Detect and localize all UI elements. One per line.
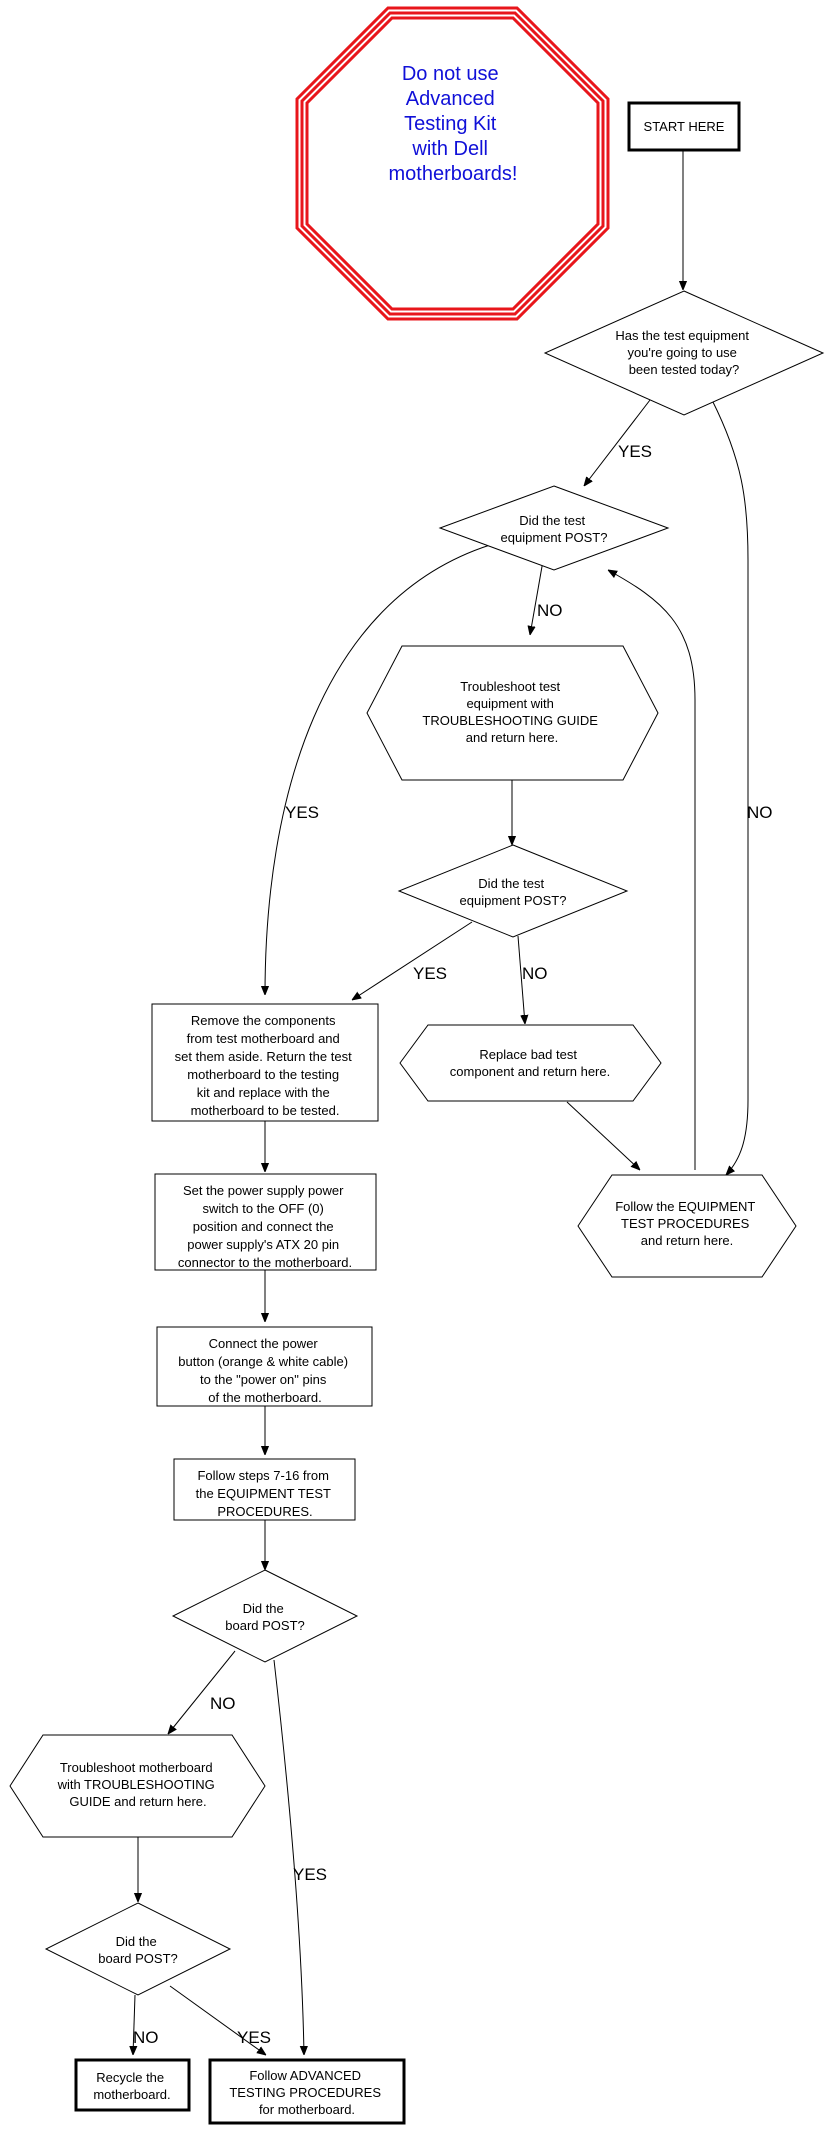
- edge-label-post1-no: NO: [537, 601, 563, 620]
- warning-sign: Do not use Advanced Testing Kit with Del…: [295, 6, 610, 321]
- node-q-board-post-2: Did the board POST?: [44, 1902, 232, 1996]
- warning-text: Do not use Advanced Testing Kit with Del…: [389, 63, 518, 185]
- edge-label-board2-no: NO: [133, 2028, 159, 2047]
- node-follow-steps: Follow steps 7-16 from the EQUIPMENT TES…: [173, 1458, 356, 1521]
- node-q-equipment-post-1-label: Did the test equipment POST?: [501, 513, 608, 545]
- edge-board2-yes: [169, 1985, 266, 2055]
- edge-labels: YES NO NO YES YES NO NO YES NO YES: [133, 442, 773, 2047]
- node-q-board-post-2-label: Did the board POST?: [98, 1934, 178, 1966]
- edge-board1-no: [168, 1650, 236, 1734]
- node-troubleshoot-equipment-label: Troubleshoot test equipment with TROUBLE…: [422, 679, 601, 745]
- edge-post2-yes: [352, 921, 473, 1000]
- node-q-board-post-1: Did the board POST?: [171, 1569, 359, 1663]
- edge-post1-yes: [265, 544, 491, 995]
- node-troubleshoot-motherboard: Troubleshoot motherboard with TROUBLESHO…: [9, 1734, 266, 1838]
- edge-label-board1-yes: YES: [293, 1865, 327, 1884]
- node-remove-components-label: Remove the components from test motherbo…: [175, 1013, 356, 1118]
- node-follow-equipment-procedures: Follow the EQUIPMENT TEST PROCEDURES and…: [577, 1174, 797, 1278]
- edge-post1-no: [530, 554, 545, 635]
- node-troubleshoot-equipment: Troubleshoot test equipment with TROUBLE…: [366, 645, 659, 781]
- node-connect-power-button: Connect the power button (orange & white…: [156, 1326, 373, 1407]
- node-follow-advanced-label: Follow ADVANCED TESTING PROCEDURES for m…: [229, 2068, 384, 2117]
- edge-board2-no: [133, 1994, 135, 2055]
- warning-octagon-middle: [300, 11, 605, 316]
- node-set-power-supply: Set the power supply power switch to the…: [154, 1173, 377, 1271]
- edge-label-post2-yes: YES: [413, 964, 447, 983]
- node-connect-power-button-label: Connect the power button (orange & white…: [178, 1336, 351, 1405]
- edge-replace-to-follow: [566, 1101, 640, 1170]
- warning-octagon-inner: [305, 16, 600, 311]
- edge-label-post2-no: NO: [522, 964, 548, 983]
- edges: [133, 150, 749, 2055]
- edge-label-board2-yes: YES: [237, 2028, 271, 2047]
- node-recycle-label: Recycle the motherboard.: [93, 2070, 170, 2102]
- node-troubleshoot-motherboard-label: Troubleshoot motherboard with TROUBLESHO…: [57, 1760, 219, 1809]
- node-follow-equipment-procedures-label: Follow the EQUIPMENT TEST PROCEDURES and…: [615, 1199, 759, 1248]
- warning-octagon-outer: [295, 6, 610, 321]
- node-set-power-supply-label: Set the power supply power switch to the…: [178, 1183, 352, 1270]
- edge-board1-yes: [273, 1659, 304, 2055]
- node-remove-components: Remove the components from test motherbo…: [151, 1003, 379, 1122]
- node-q-equipment-post-2: Did the test equipment POST?: [397, 844, 629, 938]
- node-start-label: START HERE: [644, 119, 725, 134]
- node-q-tested-today-label: Has the test equipment you're going to u…: [615, 328, 752, 377]
- edge-post2-no: [517, 935, 525, 1024]
- edge-follow-to-post1: [608, 570, 696, 1170]
- node-q-board-post-1-label: Did the board POST?: [225, 1601, 305, 1633]
- node-recycle: Recycle the motherboard.: [74, 2058, 191, 2112]
- edge-label-tested-yes: YES: [618, 442, 652, 461]
- node-q-equipment-post-1: Did the test equipment POST?: [438, 485, 670, 571]
- node-q-equipment-post-2-label: Did the test equipment POST?: [460, 876, 567, 908]
- edge-label-board1-no: NO: [210, 1694, 236, 1713]
- node-replace-component: Replace bad test component and return he…: [399, 1024, 662, 1102]
- edge-label-tested-no: NO: [747, 803, 773, 822]
- edge-tested-yes: [584, 399, 651, 486]
- node-start: START HERE: [627, 101, 741, 152]
- node-q-tested-today: Has the test equipment you're going to u…: [543, 290, 825, 416]
- node-follow-advanced: Follow ADVANCED TESTING PROCEDURES for m…: [208, 2058, 406, 2125]
- edge-label-post1-yes: YES: [285, 803, 319, 822]
- edge-tested-no: [711, 399, 749, 1175]
- node-replace-component-label: Replace bad test component and return he…: [450, 1047, 610, 1079]
- node-follow-steps-label: Follow steps 7-16 from the EQUIPMENT TES…: [196, 1468, 335, 1519]
